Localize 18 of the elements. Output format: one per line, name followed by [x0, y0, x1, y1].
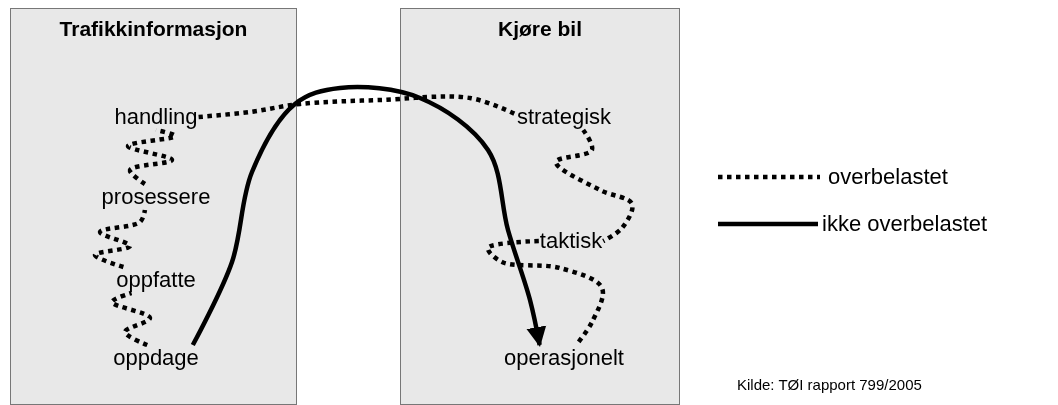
dotted-line — [198, 94, 517, 120]
legend-label: ikke overbelastet — [822, 211, 988, 237]
source-note: Kilde: TØI rapport 799/2005 — [737, 376, 922, 393]
stage-label: prosessere — [100, 184, 212, 210]
legend-label: overbelastet — [828, 164, 948, 190]
stage-label: taktisk — [538, 228, 604, 254]
panel-heading: Kjøre bil — [497, 17, 583, 41]
stage-label: operasjonelt — [503, 345, 625, 371]
panel — [400, 8, 680, 405]
stage-label: strategisk — [515, 104, 613, 130]
dotted-line — [553, 128, 635, 243]
stage-label: oppdage — [112, 345, 200, 371]
stage-label: oppfatte — [115, 267, 197, 293]
dotted-line — [109, 290, 153, 348]
stage-label: handling — [113, 104, 199, 130]
panel — [10, 8, 297, 405]
arrow — [190, 84, 547, 347]
panel-heading: Trafikkinformasjon — [58, 17, 249, 41]
